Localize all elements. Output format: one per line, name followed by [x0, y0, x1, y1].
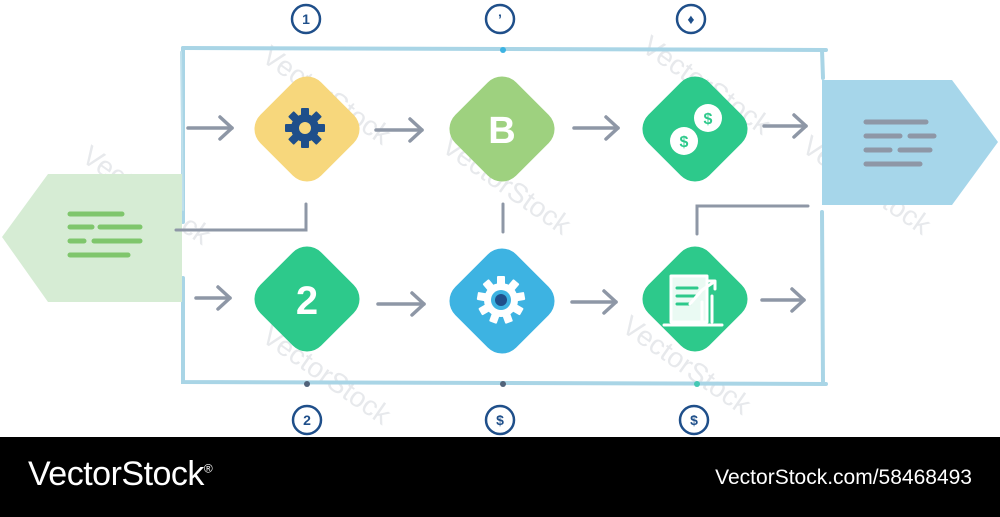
marker-circle [484, 404, 516, 436]
arrow [762, 113, 808, 139]
connectors [174, 202, 810, 236]
brand-name: VectorStock [28, 455, 204, 493]
input-tag [2, 174, 182, 302]
node-settings [254, 76, 360, 182]
node-report [642, 246, 748, 352]
arrow [760, 287, 806, 313]
frame-dots [304, 47, 700, 387]
node-coins: $ $ [642, 76, 748, 182]
node-process [449, 248, 555, 354]
arrow [194, 285, 232, 311]
arrow [570, 289, 618, 315]
report-icon [662, 274, 724, 327]
brand-logo: VectorStock® [28, 455, 213, 494]
arrow [186, 115, 234, 141]
marker-label: $ [496, 412, 504, 428]
marker-label: 1 [302, 11, 310, 27]
svg-text:$: $ [704, 111, 713, 128]
marker-label: $ [690, 412, 698, 428]
registered-mark: ® [203, 461, 213, 476]
arrow [376, 291, 426, 317]
node-two-label: 2 [296, 279, 318, 323]
svg-text:$: $ [680, 134, 689, 151]
bottom-markers: 2 $ $ [291, 404, 710, 436]
marker-label: ♦ [687, 11, 694, 27]
marker-circle [484, 3, 516, 35]
footer-bar: VectorStock® VectorStock.com/58468493 [0, 437, 1000, 517]
marker-circle [675, 3, 707, 35]
marker-circle [291, 404, 323, 436]
marker-label: ’ [498, 11, 502, 27]
node-b-label: B [488, 110, 515, 152]
gear-icon [285, 108, 325, 148]
top-markers: 1 ’ ♦ [290, 3, 707, 35]
node-b: B [449, 76, 555, 182]
arrow [572, 115, 620, 141]
output-tag [822, 80, 998, 205]
stock-id: VectorStock.com/58468493 [715, 466, 972, 489]
marker-circle [678, 404, 710, 436]
process-diagram: VectorStock VectorStock VectorStock Vect… [2, 3, 998, 436]
arrows [186, 113, 808, 317]
cog-icon [476, 276, 526, 324]
marker-label: 2 [303, 412, 311, 428]
marker-circle [290, 3, 322, 35]
node-two: 2 [254, 246, 360, 352]
arrow [374, 117, 424, 143]
coins-icon: $ $ [670, 104, 722, 155]
